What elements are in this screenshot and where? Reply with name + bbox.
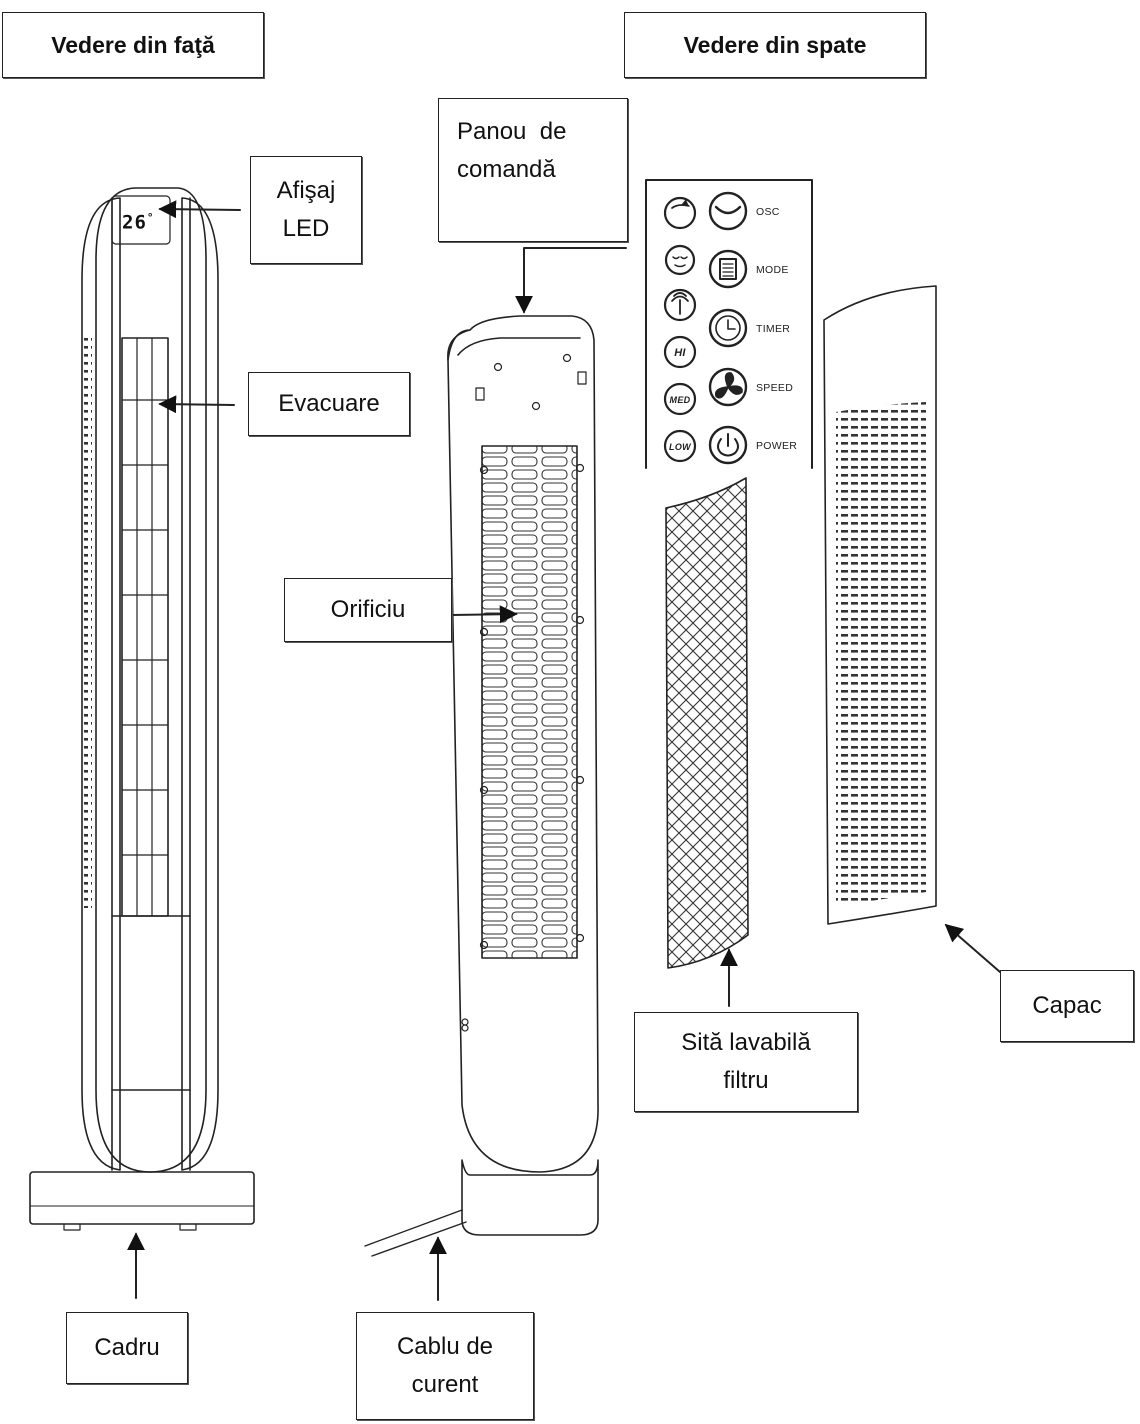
rotate-indicator-icon bbox=[663, 196, 697, 230]
front-tower bbox=[29, 187, 255, 1231]
panel-label-low: LOW bbox=[669, 442, 692, 452]
frame-label: Cadru bbox=[66, 1312, 188, 1384]
panel-label-med: MED bbox=[670, 395, 691, 405]
hi-indicator-icon bbox=[663, 335, 697, 369]
opening-label: Orificiu bbox=[284, 578, 452, 642]
led-temperature: 26 bbox=[122, 211, 147, 234]
med-indicator-icon bbox=[663, 382, 697, 416]
led-display-readout: 26° bbox=[122, 208, 155, 232]
back-view-heading: Vedere din spate bbox=[624, 12, 926, 78]
washable-filter-mesh bbox=[665, 477, 749, 969]
callout-arrows bbox=[127, 200, 1001, 1301]
panel-label-power: POWER bbox=[756, 440, 797, 452]
panel-label-mode: MODE bbox=[756, 264, 789, 276]
panel-label-osc: OSC bbox=[756, 206, 780, 218]
oscillate-icon bbox=[708, 191, 748, 231]
low-indicator-icon bbox=[663, 429, 697, 463]
control-panel-label: Panou de comandă bbox=[438, 98, 628, 242]
control-panel: OSC MODE TIMER SPEED POWER HI MED LOW bbox=[645, 179, 813, 469]
led-unit: ° bbox=[146, 211, 155, 224]
led-display-label: Afişaj LED bbox=[250, 156, 362, 264]
sleep-indicator-icon bbox=[664, 244, 696, 276]
cover-label: Capac bbox=[1000, 970, 1134, 1042]
timer-icon bbox=[708, 308, 748, 348]
fan-speed-icon bbox=[708, 367, 748, 407]
power-icon bbox=[708, 425, 748, 465]
washable-filter-label: Sită lavabilă filtru bbox=[634, 1012, 858, 1112]
panel-label-speed: SPEED bbox=[756, 382, 793, 394]
panel-label-timer: TIMER bbox=[756, 323, 790, 335]
back-tower bbox=[364, 315, 599, 1257]
power-cable-label: Cablu de curent bbox=[356, 1312, 534, 1420]
panel-label-hi: HI bbox=[674, 347, 686, 359]
cover-panel bbox=[823, 285, 937, 925]
mode-icon bbox=[708, 249, 748, 289]
natural-wind-indicator-icon bbox=[663, 288, 697, 322]
front-view-heading: Vedere din faţă bbox=[2, 12, 264, 78]
exhaust-label: Evacuare bbox=[248, 372, 410, 436]
